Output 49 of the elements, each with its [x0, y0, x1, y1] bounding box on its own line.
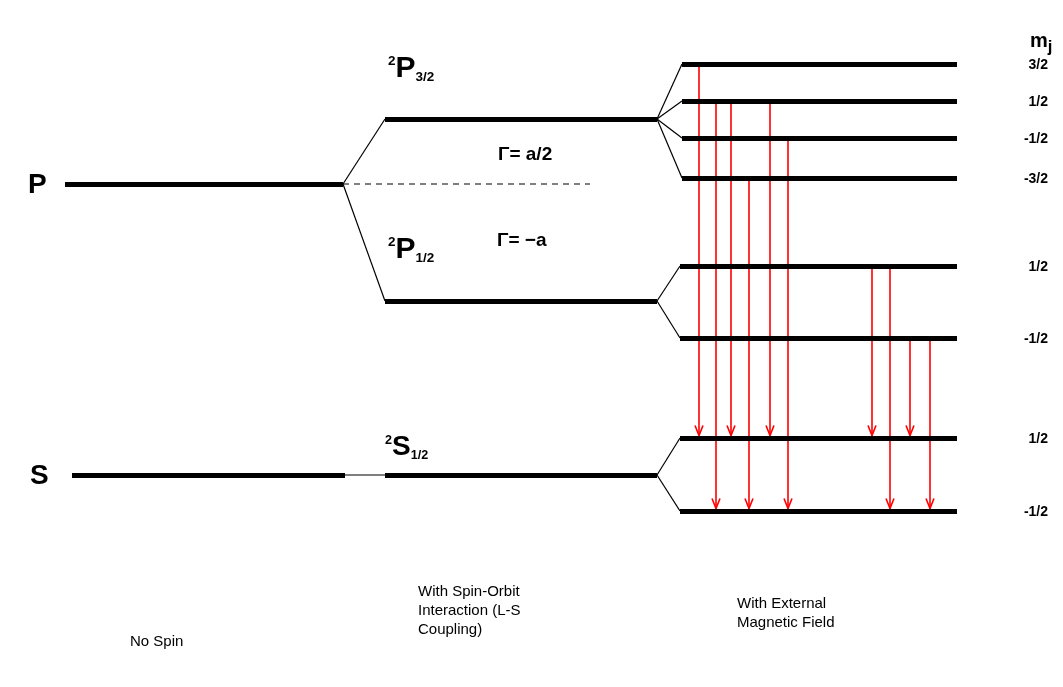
connector-line [342, 183, 386, 302]
connector-line [656, 300, 681, 339]
energy-level-bar [682, 135, 957, 141]
transition-arrow [783, 139, 793, 510]
term-symbol: $^{2}$P$_{3/2}$ [388, 52, 435, 84]
energy-level-bar [682, 175, 957, 181]
energy-level-bar [682, 98, 957, 104]
splitting-label: Γ= −a [497, 228, 547, 252]
connector-line [344, 474, 386, 476]
energy-level-bar [680, 335, 957, 341]
stage-caption: With External Magnetic Field [737, 594, 836, 632]
term-symbol: S [30, 461, 49, 489]
transition-arrow [925, 339, 935, 510]
mj-value: 1/2 [1027, 258, 1048, 276]
energy-level-bar [680, 263, 957, 269]
term-symbol: $^{2}$P$_{1/2}$ [388, 233, 435, 265]
connector-line [656, 118, 683, 179]
connector-line [656, 118, 683, 139]
connector-line [342, 118, 386, 185]
connector-line [656, 100, 683, 120]
mj-value: -3/2 [1022, 170, 1048, 188]
energy-level-bar [680, 508, 957, 514]
axis-heading: m$_{j}$ [1030, 28, 1053, 58]
connector-line [656, 474, 681, 512]
transition-arrow [694, 65, 704, 437]
transition-arrow [726, 102, 736, 437]
transition-arrow [885, 267, 895, 510]
mj-value: 1/2 [1027, 93, 1048, 111]
transition-arrow [711, 102, 721, 510]
transition-arrow [905, 339, 915, 437]
connector-line [656, 265, 681, 302]
stage-caption: No Spin [130, 632, 184, 651]
connector-line [656, 437, 681, 476]
mj-value: 3/2 [1027, 56, 1048, 74]
dashed-line [342, 183, 591, 185]
term-symbol: $^{2}$S$_{1/2}$ [385, 432, 429, 462]
stage-caption: With Spin-Orbit Interaction (L-S Coupling) [418, 582, 522, 639]
transition-arrow [867, 267, 877, 437]
connector-line [656, 63, 683, 120]
transition-arrow [765, 102, 775, 437]
mj-value: 1/2 [1027, 430, 1048, 448]
mj-value: -1/2 [1022, 130, 1048, 148]
mj-value: -1/2 [1022, 503, 1048, 521]
splitting-label: Γ= a/2 [498, 142, 553, 166]
mj-value: -1/2 [1022, 330, 1048, 348]
transition-arrow [744, 179, 754, 510]
energy-level-bar [682, 61, 957, 67]
energy-level-bar [680, 435, 957, 441]
term-symbol: P [28, 170, 47, 198]
